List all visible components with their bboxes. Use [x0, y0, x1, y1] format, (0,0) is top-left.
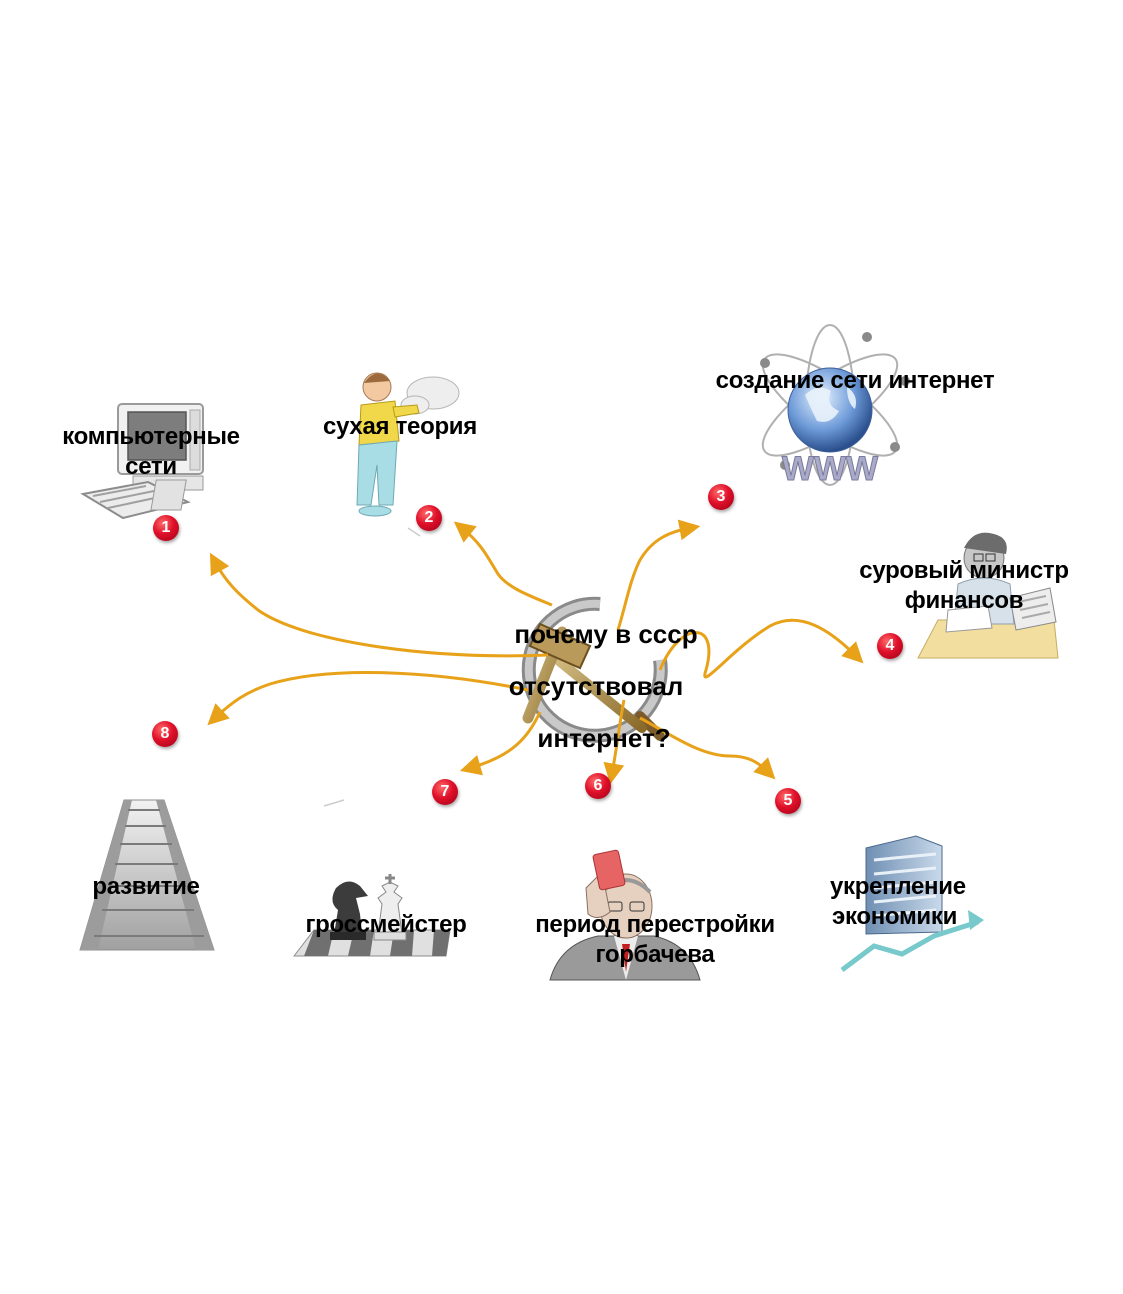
central-topic-line-3: интернет? [537, 723, 671, 753]
branch-8-label: развитие [76, 872, 216, 902]
badge-8[interactable]: 8 [152, 721, 178, 747]
branch-5-label: укрепление экономики [830, 872, 1004, 932]
branch-2-label: сухая теория [300, 412, 500, 442]
branch-5-label-line-1: укрепление [830, 873, 966, 900]
thinking-person-icon [356, 372, 460, 517]
badge-7[interactable]: 7 [432, 779, 458, 805]
central-topic: почему в ссср отсутствовал интернет? [486, 608, 726, 764]
branch-4-label-line-1: суровый министр [859, 557, 1069, 584]
svg-text:WWW: WWW [782, 450, 879, 488]
connector-arrows [207, 519, 864, 785]
decorative-fleck [407, 527, 421, 537]
branch-1-label-line-1: компьютерные [62, 423, 240, 450]
branch-5-label-line-2: экономики [832, 903, 958, 930]
branch-8-label-line-1: развитие [92, 873, 200, 900]
branch-6-label-line-2: горбачева [595, 941, 715, 968]
branch-3-label: создание сети интернет [690, 366, 1020, 396]
building-growth-chart-icon [840, 835, 984, 972]
branch-2-label-line-1: сухая теория [323, 413, 477, 440]
branch-6-label-line-1: период перестройки [535, 911, 775, 938]
arrow-to-6 [603, 699, 626, 785]
arrow-to-2 [453, 521, 553, 607]
hammer-and-sickle-icon [521, 596, 668, 743]
arrow-to-4 [658, 618, 864, 679]
arrow-to-1 [209, 552, 549, 658]
decorative-fleck [323, 799, 345, 807]
stressed-accountant-icon [917, 532, 1059, 659]
badge-3[interactable]: 3 [708, 484, 734, 510]
computer-icon [80, 403, 204, 520]
branch-6-label: период перестройки горбачева [510, 910, 800, 970]
arrow-to-8 [207, 671, 529, 726]
arrow-to-5 [639, 716, 776, 780]
badge-2[interactable]: 2 [416, 505, 442, 531]
branch-4-label: суровый министр финансов [844, 556, 1084, 616]
branch-4-label-line-2: финансов [904, 587, 1024, 614]
chess-pieces-icon [292, 874, 451, 957]
branch-1-label-line-2: сети [125, 453, 177, 480]
gorbachev-portrait-icon [549, 849, 701, 981]
badge-4[interactable]: 4 [877, 633, 903, 659]
badge-6[interactable]: 6 [585, 773, 611, 799]
branch-3-label-line-1: создание сети интернет [715, 367, 995, 394]
branch-7-label: гроссмейстер [288, 910, 484, 940]
branch-1-label: компьютерные сети [46, 422, 256, 482]
www-globe-atom-icon: WWW [760, 324, 910, 489]
arrow-to-3 [616, 519, 701, 631]
central-topic-line-2: отсутствовал [508, 671, 684, 701]
badge-5[interactable]: 5 [775, 788, 801, 814]
branch-7-label-line-1: гроссмейстер [305, 911, 467, 938]
badge-1[interactable]: 1 [153, 515, 179, 541]
staircase-icon [79, 799, 215, 951]
central-topic-line-1: почему в ссср [514, 619, 698, 649]
arrow-to-7 [459, 711, 542, 776]
